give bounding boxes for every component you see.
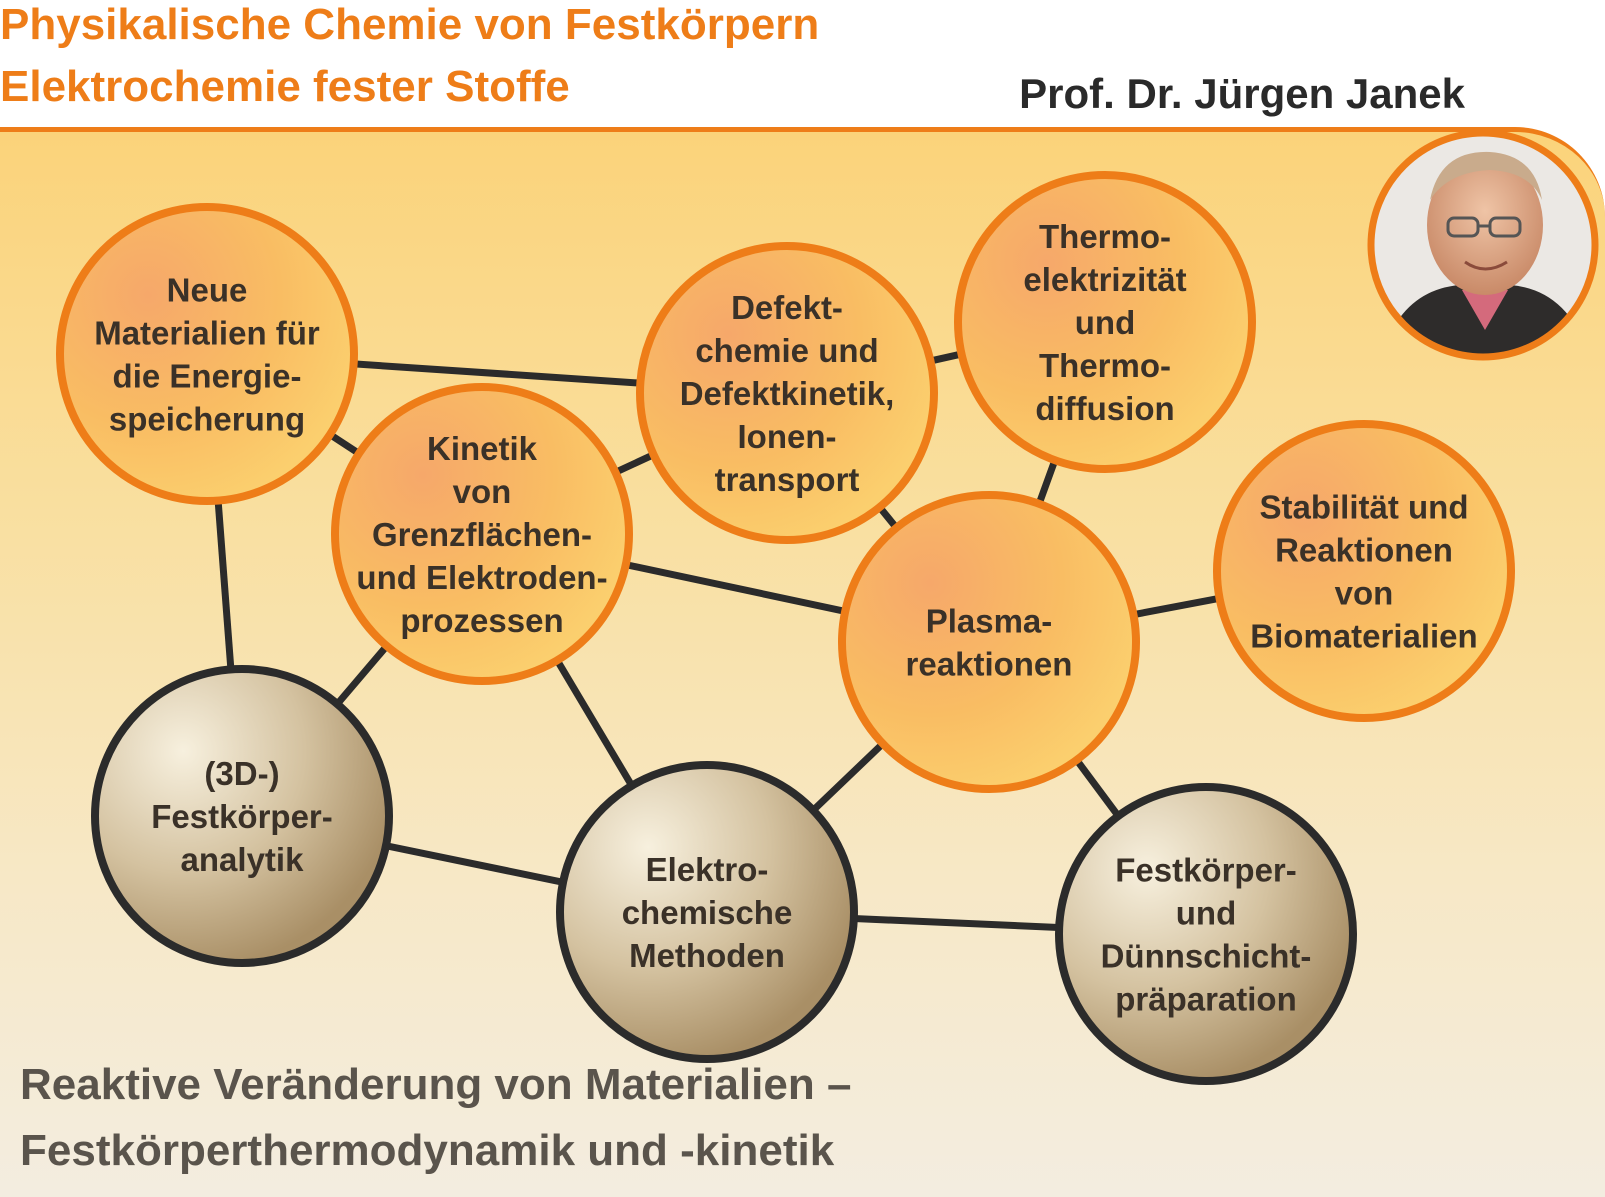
node-label-line: Dünnschicht- [1101, 938, 1312, 975]
node-label-line: chemische [622, 894, 793, 931]
node-label-line: Biomaterialien [1250, 618, 1477, 655]
node-circle [1055, 783, 1357, 1085]
node-label-line: Elektro- [646, 851, 769, 888]
header-title-line1: Physikalische Chemie von Festkörpern [0, 0, 820, 49]
node-label-line: (3D-) [204, 755, 279, 792]
node-label-line: Stabilität und [1260, 489, 1469, 526]
node-circle [331, 383, 633, 685]
node-label-line: Neue [167, 272, 248, 309]
node-label-line: diffusion [1035, 390, 1174, 427]
node-label-line: analytik [181, 841, 305, 878]
node-label-line: und [1176, 895, 1236, 932]
node-label-line: Ionen- [738, 418, 837, 455]
node-circle [556, 761, 858, 1063]
node-label-line: Grenzflächen- [372, 516, 592, 553]
node-label-line: von [1335, 575, 1394, 612]
node-label-line: und Elektroden- [356, 559, 607, 596]
node-label-line: präparation [1115, 981, 1297, 1018]
node-label-line: Defekt- [731, 289, 843, 326]
node-n7: (3D-) Festkörper-analytik [91, 665, 393, 967]
node-label-line: prozessen [400, 602, 563, 639]
footer-line1: Reaktive Veränderung von Materialien – [20, 1060, 852, 1109]
header-title-line2: Elektrochemie fester Stoffe [0, 62, 570, 111]
node-label-line: von [453, 473, 512, 510]
node-circle [1213, 420, 1515, 722]
node-label-line: Thermo- [1039, 218, 1171, 255]
node-label-line: Methoden [629, 937, 785, 974]
node-circle [91, 665, 393, 967]
node-label-line: Defektkinetik, [680, 375, 895, 412]
node-circle [838, 491, 1140, 793]
author-photo [1367, 129, 1599, 361]
node-label-line: Materialien für [94, 315, 320, 352]
node-circle [954, 171, 1256, 473]
node-circle [56, 203, 358, 505]
node-label-line: reaktionen [906, 646, 1073, 683]
node-label-line: und [1075, 304, 1135, 341]
footer-line2: Festkörperthermodynamik und -kinetik [20, 1126, 835, 1175]
node-label-line: Festkörper- [1115, 852, 1297, 889]
author-name: Prof. Dr. Jürgen Janek [1019, 70, 1465, 117]
node-label-line: Plasma- [926, 603, 1053, 640]
node-label-line: die Energie- [113, 358, 302, 395]
node-label-line: Reaktionen [1275, 532, 1453, 569]
node-label-line: Festkörper- [151, 798, 333, 835]
node-label-line: transport [715, 461, 860, 498]
node-label-line: chemie und [695, 332, 878, 369]
node-label-line: Thermo- [1039, 347, 1171, 384]
node-label-line: Kinetik [427, 430, 538, 467]
node-n5: Plasma-reaktionen [838, 491, 1140, 793]
node-circle [636, 242, 938, 544]
node-label-line: elektrizität [1023, 261, 1186, 298]
node-label-line: speicherung [109, 401, 305, 438]
